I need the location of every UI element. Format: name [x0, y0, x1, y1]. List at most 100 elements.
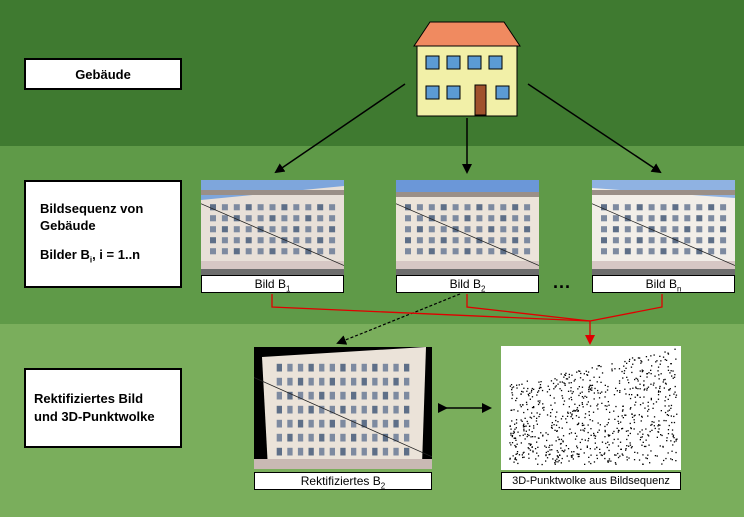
cloud-point	[673, 376, 676, 378]
facade-window	[464, 226, 471, 233]
cloud-point	[541, 463, 543, 466]
facade-window	[297, 377, 304, 386]
facade-window	[708, 248, 715, 255]
cloud-point	[510, 434, 512, 436]
cloud-point	[593, 432, 595, 435]
cloud-point	[621, 427, 624, 430]
facade-window	[660, 204, 667, 211]
arrow-image-2-to-rectified	[336, 293, 461, 345]
cloud-point	[524, 417, 526, 419]
cloud-point	[636, 452, 639, 454]
cloud-point	[667, 398, 669, 400]
cloud-point	[670, 404, 673, 407]
cloud-point	[628, 382, 630, 384]
facade-window	[624, 226, 631, 233]
cloud-point	[657, 431, 660, 433]
street	[396, 269, 539, 275]
cloud-point	[565, 372, 567, 374]
facade-window	[297, 391, 304, 400]
cloud-point	[611, 368, 613, 370]
cloud-point	[586, 403, 588, 406]
cloud-point	[659, 363, 661, 365]
facade-window	[372, 433, 378, 442]
cloud-point	[645, 356, 648, 358]
cloud-point	[671, 421, 673, 424]
cloud-point	[628, 360, 630, 362]
facade-window	[308, 433, 314, 442]
cloud-point	[545, 451, 547, 454]
cloud-point	[591, 367, 593, 369]
facade-window	[512, 237, 519, 244]
cloud-point	[515, 419, 518, 421]
facade-window	[340, 391, 346, 400]
cloud-point	[547, 450, 549, 453]
cloud-point	[617, 420, 619, 422]
cloud-point	[626, 459, 628, 461]
facade-window	[393, 377, 399, 386]
cloud-point	[540, 381, 542, 383]
cloud-point	[576, 423, 579, 426]
cloud-point	[607, 441, 609, 443]
cloud-point	[628, 393, 630, 396]
cloud-point	[617, 438, 619, 440]
cloud-point	[643, 396, 645, 398]
cloud-point	[545, 446, 547, 448]
cloud-point	[615, 387, 617, 389]
cloud-point	[660, 410, 662, 412]
cloud-point	[650, 373, 652, 375]
house-icon	[413, 21, 521, 117]
facade-window	[708, 237, 715, 244]
cloud-point	[532, 450, 534, 452]
cloud-point	[528, 448, 530, 450]
cloud-point	[637, 388, 639, 390]
facade-window	[660, 215, 667, 222]
cloud-point	[635, 386, 637, 388]
facade-window	[257, 215, 264, 222]
facade-window	[684, 204, 691, 211]
cloud-point	[523, 451, 525, 453]
facade-window	[319, 419, 325, 428]
cloud-point	[514, 458, 516, 460]
cloud-point	[523, 428, 525, 430]
cloud-point	[576, 407, 579, 409]
cloud-point	[625, 430, 628, 432]
cloud-point	[574, 432, 576, 434]
facade-window	[684, 237, 691, 244]
cloud-point	[593, 434, 595, 437]
cloud-point	[665, 457, 667, 460]
cloud-point	[513, 430, 515, 432]
cloud-point	[630, 427, 632, 429]
cloud-point	[641, 416, 643, 418]
cloud-point	[647, 434, 649, 436]
cloud-point	[639, 439, 641, 441]
cloud-point	[556, 430, 558, 432]
facade-window	[488, 226, 495, 233]
facade-window	[210, 204, 216, 211]
street	[592, 269, 735, 275]
cloud-point	[656, 436, 658, 438]
cloud-point	[650, 399, 652, 401]
facade-window	[287, 377, 293, 386]
cloud-point	[578, 416, 580, 418]
street	[201, 269, 344, 275]
cloud-point	[566, 378, 569, 380]
facade-window	[672, 204, 679, 211]
cloud-point	[563, 382, 565, 384]
facade-window	[464, 248, 471, 255]
facade-window	[440, 237, 447, 244]
cloud-point	[673, 421, 676, 424]
facade-window	[648, 215, 655, 222]
cloud-point	[609, 411, 611, 413]
facade-window	[276, 363, 282, 372]
roof-edge	[201, 190, 344, 195]
facade-window	[297, 363, 304, 372]
label-building: Gebäude	[24, 58, 182, 90]
facade-window	[361, 363, 367, 372]
cloud-point	[579, 370, 581, 372]
cloud-point	[672, 444, 674, 446]
facade-window	[382, 377, 389, 386]
cloud-point	[574, 410, 576, 412]
cloud-point	[606, 405, 608, 407]
cloud-point	[518, 454, 521, 456]
cloud-point	[612, 442, 614, 444]
